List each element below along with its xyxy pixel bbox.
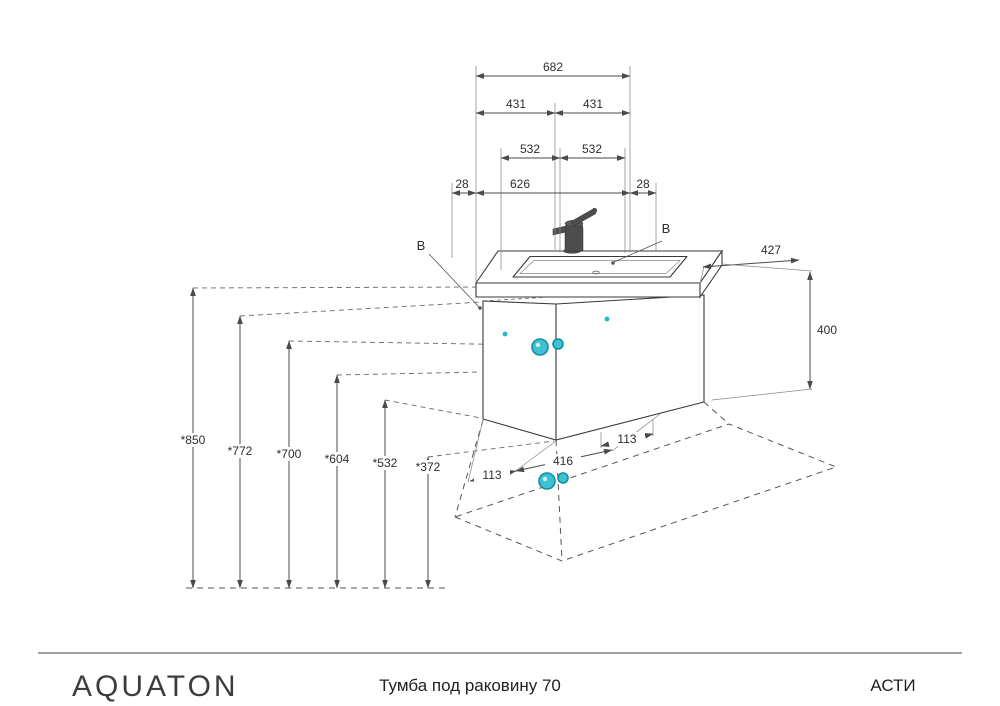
left-height-dimensions: *850 *772 *700 *604 *532 *372 [174,287,447,589]
cabinet-drawing [474,207,724,441]
dim-113-right-label: 113 [617,432,636,446]
cabinet-front-face [555,294,705,441]
product-title: Тумба под раковину 70 [379,676,561,695]
mounting-hole-highlight [535,342,541,348]
mounting-hole-icon [538,472,556,490]
drain-icon [592,270,600,275]
callout-b-left-dot [478,306,482,310]
sink-basin [512,255,688,278]
floor-projection [186,401,838,589]
mounting-hole-icon [557,472,569,484]
cabinet-left-face [482,300,557,441]
mounting-hole-icon [552,338,564,350]
dim-431-right-label: 431 [583,97,603,111]
mounting-dot-icon [502,331,508,337]
mounting-dot-icon [604,316,610,322]
footer: AQUATON Тумба под раковину 70 АСТИ [38,652,962,703]
callout-b-right-label: B [662,221,671,236]
mounting-points [502,316,610,490]
dim-626-label: 626 [510,177,530,191]
dim-532-right-label: 532 [582,142,602,156]
countertop-front-face [475,282,701,298]
dim-431-left-label: 431 [506,97,526,111]
dim-372-label: *372 [416,460,441,474]
dim-772-label: *772 [228,444,253,458]
mounting-hole-highlight [542,476,548,482]
height-reference-lines [192,286,555,458]
dim-416-label: 416 [553,454,573,468]
bottom-dimensions: 113 416 113 [467,413,661,483]
callout-b-left-label: B [417,238,426,253]
dim-427-label: 427 [761,243,781,257]
brand-logo: AQUATON [72,670,239,703]
model-name: АСТИ [870,676,915,695]
callouts: B B [417,221,671,310]
dim-850-label: *850 [181,433,206,447]
countertop-top-face [474,250,724,284]
dim-532-left-label: 532 [520,142,540,156]
mounting-hole-icon [531,338,549,356]
dim-532-height-label: *532 [373,456,398,470]
dim-700-label: *700 [277,447,302,461]
dim-604-label: *604 [325,452,350,466]
dim-28-right-label: 28 [636,177,650,191]
dim-400-label: 400 [817,323,837,337]
top-dimensions: 682 431 431 532 532 28 626 28 [451,60,657,283]
faucet-icon [552,207,598,254]
right-dimensions: 427 400 [699,243,837,401]
dim-28-left-label: 28 [455,177,469,191]
dim-113-left-label: 113 [482,468,501,482]
callout-b-right-dot [611,261,615,265]
dim-682-label: 682 [543,60,563,74]
